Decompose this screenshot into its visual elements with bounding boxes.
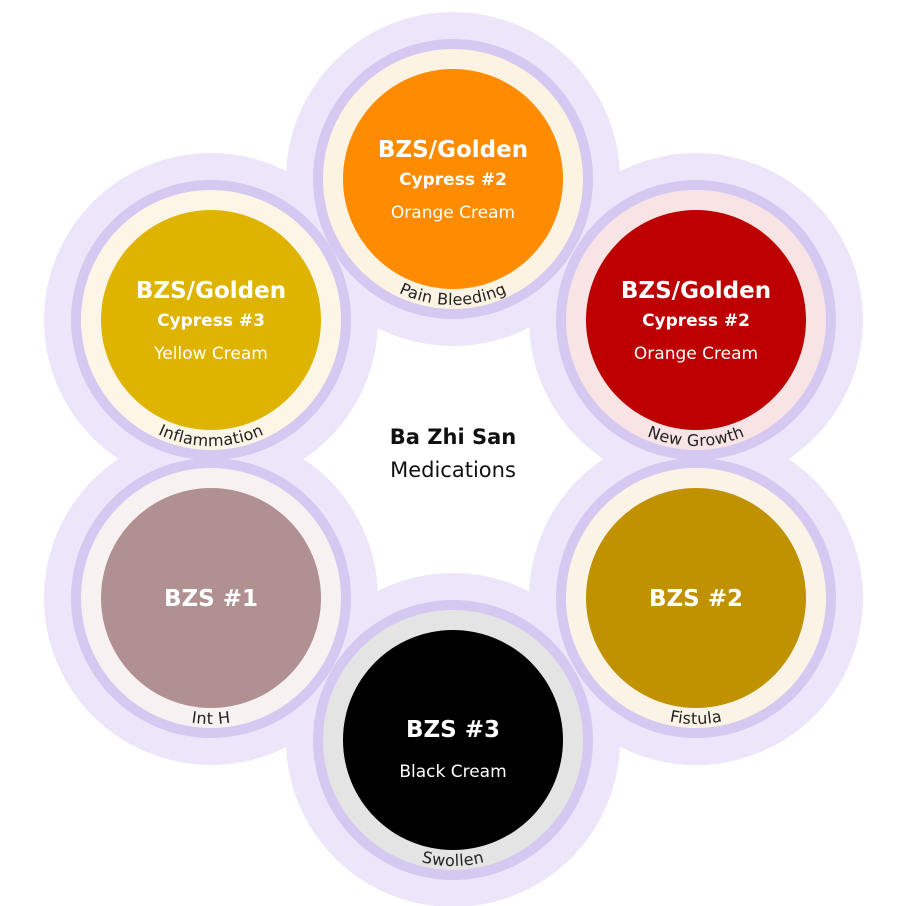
node-core-circle — [343, 630, 563, 850]
node-text-line-1: BZS/Golden — [136, 278, 286, 304]
node-ring-label: Fistula — [669, 706, 724, 728]
node-text-line-1: BZS/Golden — [621, 278, 771, 304]
node-text-line-1: BZS #1 — [164, 586, 258, 612]
node-text-line-3: Yellow Cream — [153, 344, 268, 364]
node-text-line-3: Black Cream — [399, 762, 506, 782]
node-core-circle — [586, 488, 806, 708]
center-label: Ba Zhi San Medications — [390, 425, 516, 482]
node-text-line-3: Orange Cream — [391, 203, 515, 223]
node-text-line-1: BZS #3 — [406, 717, 500, 743]
node-ring-label-text: Fistula — [669, 706, 723, 728]
node-text-line-3: Orange Cream — [634, 344, 758, 364]
node-core-circle — [343, 69, 563, 289]
node-core-circle — [101, 488, 321, 708]
node-ring-label-text: Swollen — [420, 847, 485, 870]
node-core-circle — [586, 210, 806, 430]
node-int-h[interactable]: BZS #1 Int H — [81, 468, 341, 728]
node-ring-label: Int H — [191, 708, 232, 728]
node-text-line-2: Cypress #2 — [399, 170, 507, 190]
node-text-line-2: Cypress #2 — [642, 311, 750, 331]
node-text-line-1: BZS/Golden — [378, 137, 528, 163]
center-title: Ba Zhi San — [390, 425, 516, 449]
node-core-circle — [101, 210, 321, 430]
node-fistula[interactable]: BZS #2 Fistula — [566, 468, 826, 728]
center-subtitle: Medications — [390, 458, 516, 482]
node-ring-label-text: Int H — [191, 708, 231, 728]
node-text-line-1: BZS #2 — [649, 586, 743, 612]
node-ring-label: Swollen — [420, 847, 485, 870]
node-text-line-2: Cypress #3 — [157, 311, 265, 331]
